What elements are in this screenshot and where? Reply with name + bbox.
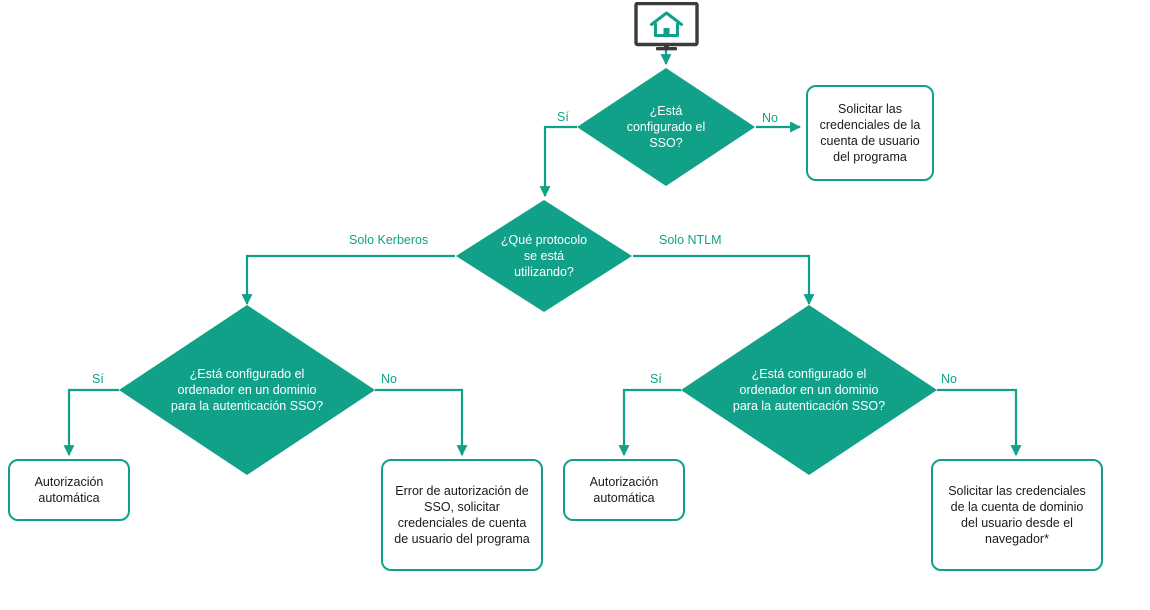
edge-protocol-ntlm <box>633 254 815 306</box>
start-node[interactable] <box>632 1 702 52</box>
edge-label-ntlm-yes: Sí <box>650 372 662 386</box>
edge-label-sso-no: No <box>762 111 778 125</box>
decision-sso-configured[interactable]: ¿Está configurado el SSO? <box>577 68 755 186</box>
process-request-domain-credentials-label: Solicitar las credenciales de la cuenta … <box>948 483 1086 547</box>
edge-label-kerberos-no: No <box>381 372 397 386</box>
decision-sso-configured-label: ¿Está configurado el SSO? <box>626 104 706 150</box>
edge-label-protocol-kerberos: Solo Kerberos <box>349 233 429 247</box>
shape-ntlm-domain <box>681 305 937 475</box>
shape-sso-configured <box>577 68 755 186</box>
edge-label-ntlm-no: No <box>941 372 957 386</box>
edge-protocol-kerberos <box>241 254 455 306</box>
edge-label-sso-yes: Sí <box>557 110 569 124</box>
edge-label-protocol-ntlm: Solo NTLM <box>659 233 722 247</box>
shape-kerberos-domain <box>119 305 375 475</box>
edge-kerberos-yes <box>63 388 119 457</box>
decision-kerberos-domain[interactable]: ¿Está configurado el ordenador en un dom… <box>119 305 375 475</box>
shape-protocol <box>456 200 632 312</box>
process-request-domain-credentials[interactable]: Solicitar las credenciales de la cuenta … <box>931 459 1103 571</box>
decision-protocol-label: ¿Qué protocolo se está utilizando? <box>500 233 588 279</box>
decision-ntlm-domain-label: ¿Está configurado el ordenador en un dom… <box>732 367 886 413</box>
decision-protocol[interactable]: ¿Qué protocolo se está utilizando? <box>456 200 632 312</box>
process-auto-auth-left-label: Autorización automática <box>34 474 104 505</box>
process-request-program-credentials-label: Solicitar las credenciales de la cuenta … <box>819 101 921 165</box>
process-request-program-credentials[interactable]: Solicitar las credenciales de la cuenta … <box>806 85 934 181</box>
edge-ntlm-yes <box>618 388 681 457</box>
decision-kerberos-domain-label: ¿Está configurado el ordenador en un dom… <box>170 367 324 413</box>
decision-ntlm-domain[interactable]: ¿Está configurado el ordenador en un dom… <box>681 305 937 475</box>
edge-ntlm-no <box>937 388 1022 457</box>
edge-label-kerberos-yes: Sí <box>92 372 104 386</box>
process-auto-auth-right[interactable]: Autorización automática <box>563 459 685 521</box>
process-sso-error[interactable]: Error de autorización de SSO, solicitar … <box>381 459 543 571</box>
process-auto-auth-left[interactable]: Autorización automática <box>8 459 130 521</box>
decision-shapes <box>119 68 937 475</box>
edge-sso-yes <box>539 125 577 198</box>
process-sso-error-label: Error de autorización de SSO, solicitar … <box>394 483 530 547</box>
monitor-home-icon <box>634 1 699 51</box>
edge-kerberos-no <box>375 388 468 457</box>
process-auto-auth-right-label: Autorización automática <box>589 474 659 505</box>
